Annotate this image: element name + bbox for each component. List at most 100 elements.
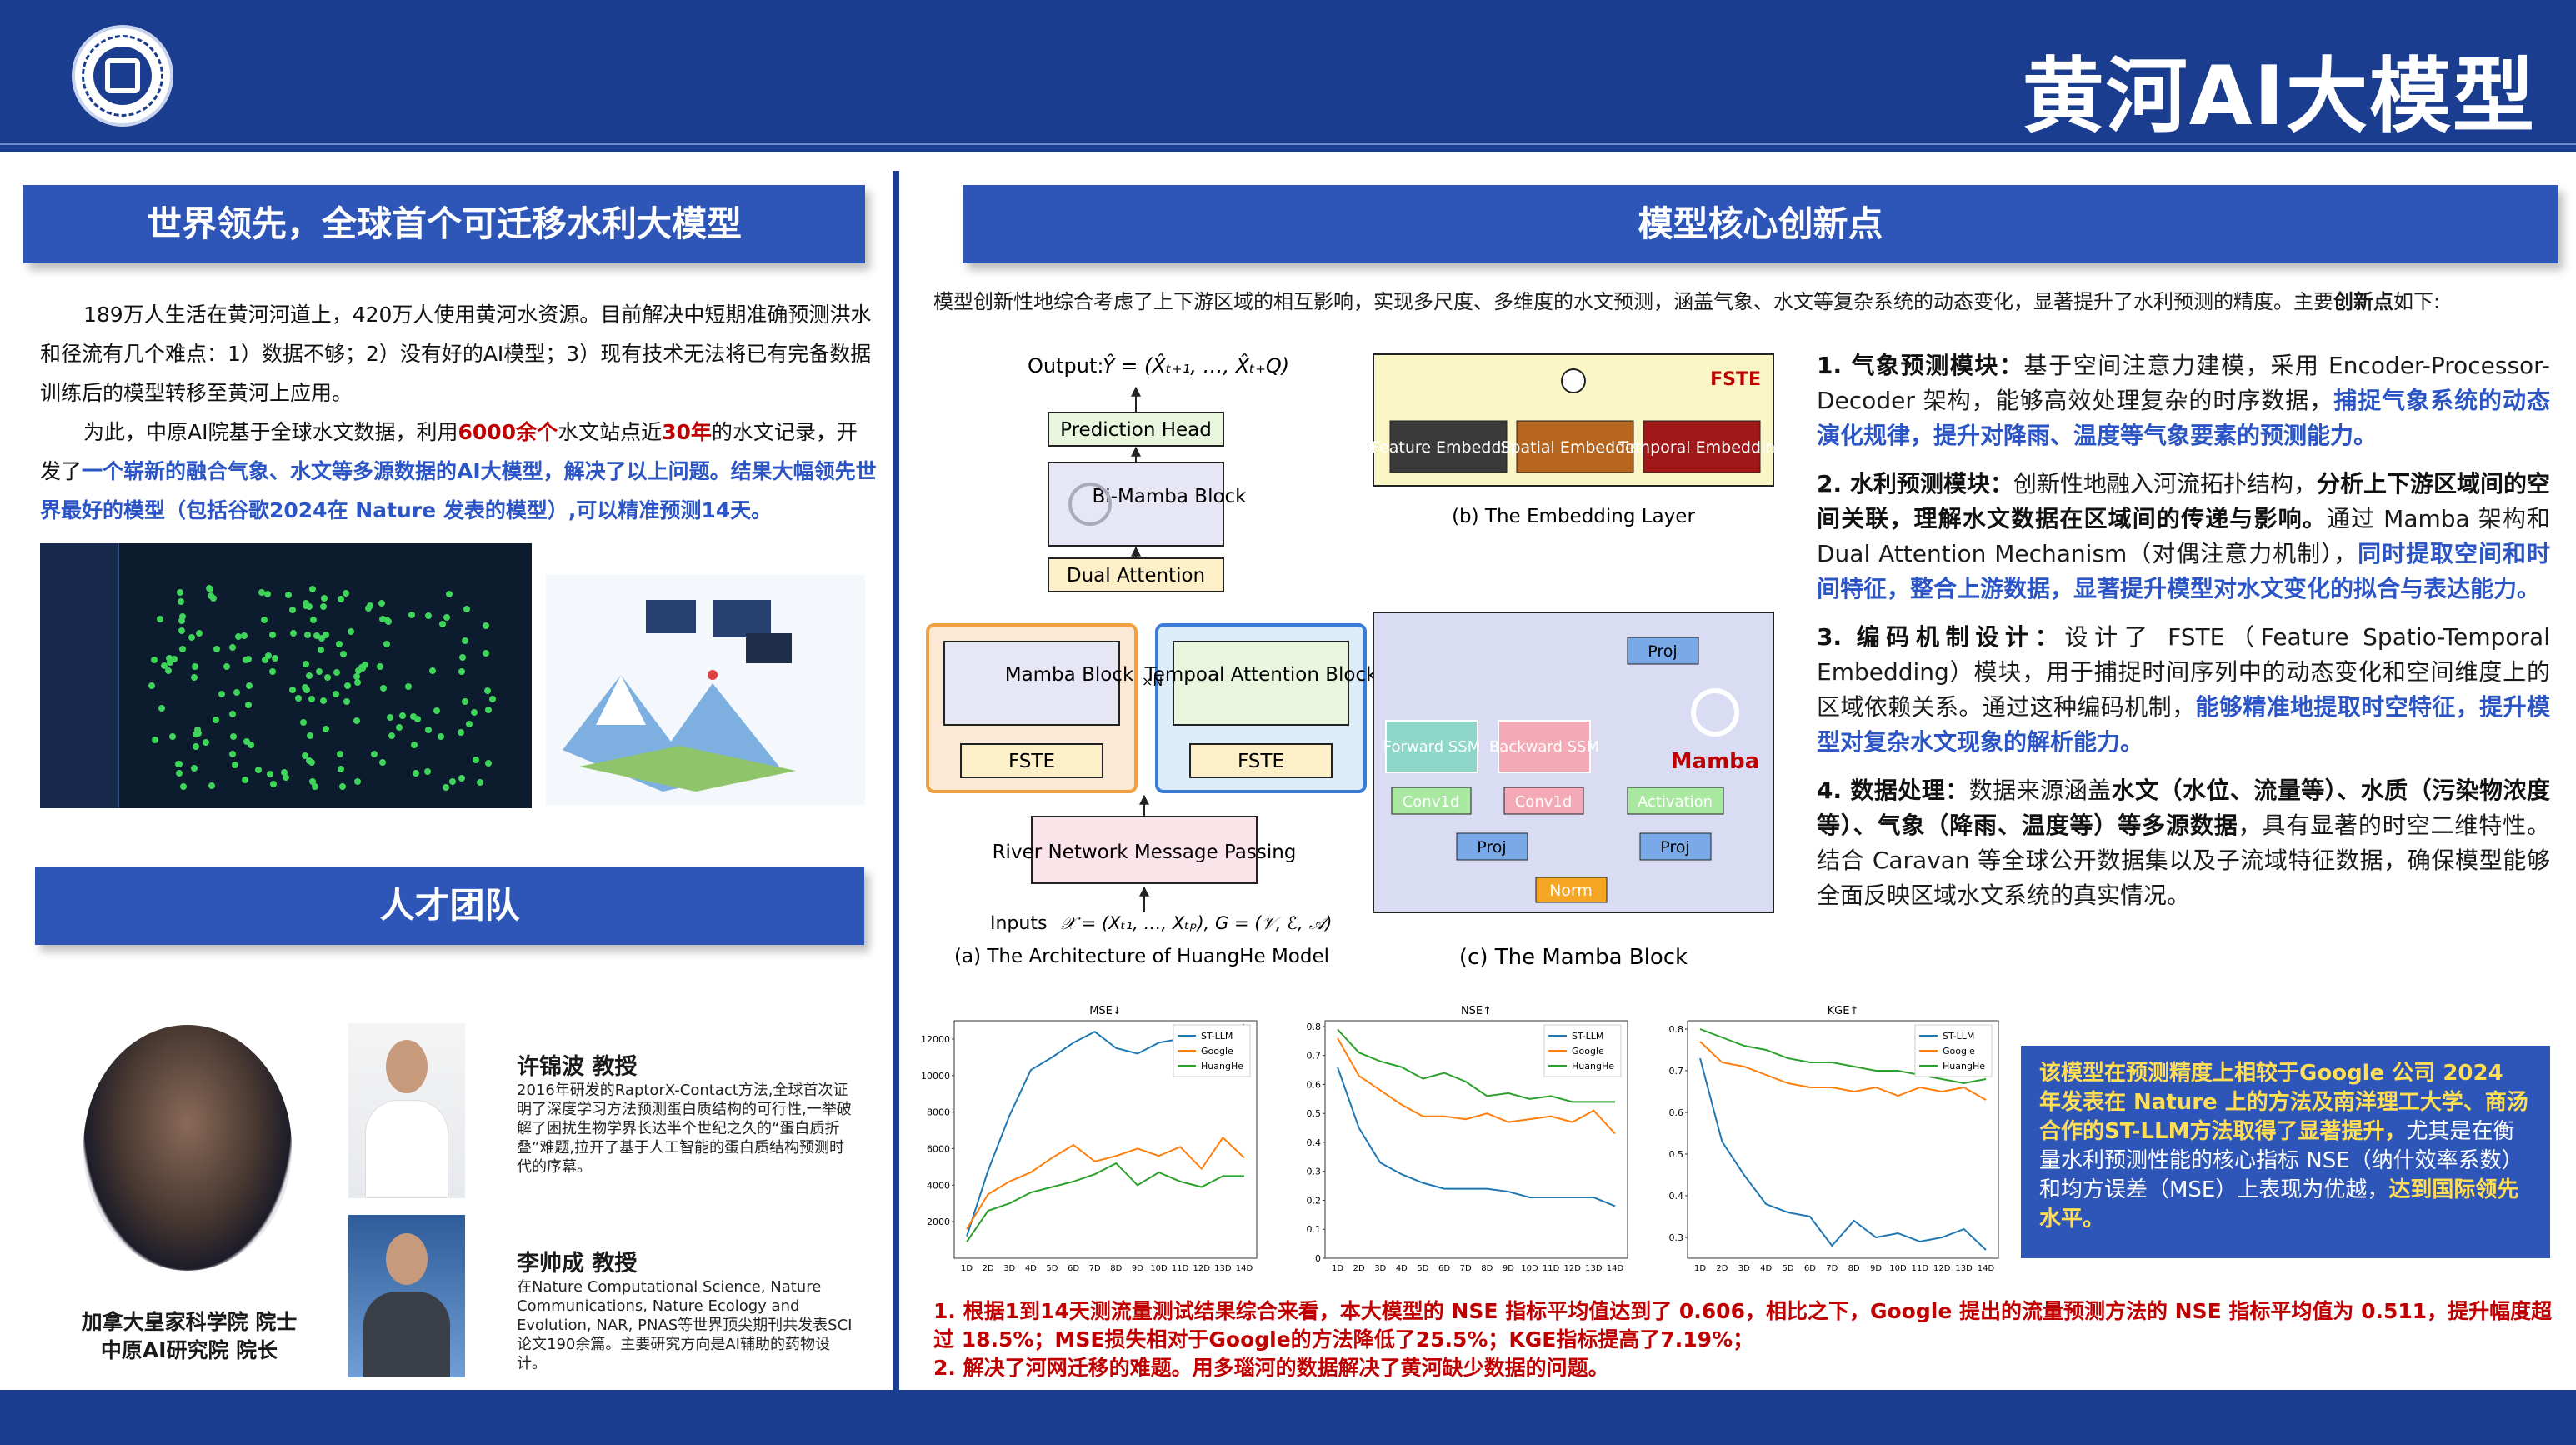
station-marker	[411, 741, 418, 748]
station-marker	[302, 683, 309, 691]
legend-label: HuangHe	[1943, 1061, 1985, 1072]
station-marker	[196, 629, 203, 637]
station-marker	[268, 668, 276, 676]
station-marker	[265, 652, 273, 659]
station-marker	[166, 655, 173, 662]
station-marker	[423, 768, 431, 775]
station-marker	[266, 771, 273, 778]
x-tick-label: 5D	[1417, 1264, 1428, 1273]
station-marker	[323, 632, 330, 639]
station-marker	[353, 717, 361, 724]
series-line-st-llm	[1699, 1058, 1987, 1251]
fste-title: FSTE	[1710, 369, 1761, 390]
forward-ssm-label: Forward SSM	[1383, 738, 1481, 756]
station-marker	[261, 656, 268, 663]
station-marker	[353, 678, 361, 686]
x-tick-label: 7D	[1089, 1264, 1101, 1273]
x-tick-label: 7D	[1460, 1264, 1472, 1273]
station-marker	[176, 770, 183, 778]
station-marker	[425, 612, 433, 619]
station-marker	[158, 705, 166, 712]
y-tick-label: 0.7	[1307, 1051, 1322, 1062]
station-marker	[348, 628, 355, 635]
station-marker	[399, 712, 407, 720]
professor-xu-card: 许锦波 教授 2016年研发的RaptorX-Contact方法,全球首次证明了…	[517, 1048, 858, 1177]
feature-embedding-box	[1389, 420, 1508, 473]
activation-label: Activation	[1638, 793, 1713, 811]
x-tick-label: 6D	[1438, 1264, 1450, 1273]
station-marker	[313, 632, 320, 639]
proj-left-box	[1456, 832, 1528, 861]
station-marker	[228, 644, 236, 652]
section-title-team: 人才团队	[35, 867, 864, 945]
station-marker	[175, 761, 183, 768]
chart-title: MSE↓	[1089, 1005, 1122, 1018]
station-marker	[438, 620, 446, 628]
series-line-huanghe	[1699, 1028, 1987, 1085]
station-marker	[148, 682, 156, 689]
y-tick-label: 0.4	[1669, 1191, 1684, 1202]
sum-node	[1561, 368, 1586, 393]
conclusion-2: 2. 解决了河网迁移的难题。用多瑙河的数据解决了黄河缺少数据的问题。	[933, 1356, 1609, 1380]
x-tick-label: 12D	[1933, 1264, 1951, 1273]
y-tick-label: 4000	[927, 1180, 950, 1191]
innovation-points: 1. 气象预测模块：基于空间注意力建模，采用 Encoder-Processor…	[1817, 348, 2550, 927]
station-marker	[308, 695, 315, 702]
station-marker	[288, 687, 296, 694]
station-marker	[151, 736, 158, 743]
x-tick-label: 14D	[1978, 1264, 1995, 1273]
river-network-label: River Network Message Passing	[993, 842, 1297, 863]
station-marker	[306, 732, 313, 740]
intro-text-c: 水文站点近	[558, 420, 663, 444]
professor-li-bio: 在Nature Computational Science, Nature Co…	[517, 1278, 853, 1372]
station-marker	[448, 778, 456, 786]
station-marker	[263, 590, 271, 598]
station-marker	[339, 651, 347, 658]
station-marker	[315, 668, 323, 675]
station-marker	[473, 757, 480, 764]
academician-caption: 加拿大皇家科学院 院士 中原AI研究院 院长	[60, 1308, 318, 1365]
section-title-innovation: 模型核心创新点	[963, 185, 2558, 263]
station-marker	[465, 720, 473, 728]
x-tick-label: 7D	[1826, 1264, 1838, 1273]
point-4-body: 数据来源涵盖	[1968, 777, 2112, 804]
intro-paragraph-1: 189万人生活在黄河河道上，420万人使用黄河水资源。目前解决中短期准确预测洪水…	[40, 302, 872, 405]
proj-right-box	[1639, 832, 1712, 861]
backward-ssm-box	[1498, 720, 1591, 773]
x-tick-label: 9D	[1870, 1264, 1882, 1273]
activation-box	[1627, 787, 1724, 815]
proj-top-label: Proj	[1648, 642, 1677, 661]
point-4-body2: ，具有显著的时空二维特性。结合 Caravan 等全球公开数据集以及子流域特征数…	[1817, 812, 2550, 909]
temporal-embedding-label: Temporal Embedding	[1618, 438, 1782, 457]
station-marker	[280, 769, 288, 777]
norm-label: Norm	[1549, 882, 1593, 900]
station-marker	[320, 603, 328, 611]
station-marker	[295, 695, 303, 702]
station-marker	[255, 766, 263, 773]
station-marker	[443, 783, 450, 791]
station-marker	[188, 633, 196, 641]
station-marker	[306, 602, 313, 610]
station-marker	[386, 714, 393, 722]
section-title-world-leading: 世界领先，全球首个可迁移水利大模型	[23, 185, 865, 263]
plot-frame	[1324, 1020, 1628, 1259]
station-marker	[310, 616, 318, 623]
x-tick-label: 12D	[1564, 1264, 1582, 1273]
intro-paragraph-2: 为此，中原AI院基于全球水文数据，利用6000余个水文站点近30年的水文记录，开…	[40, 412, 878, 530]
mamba-label: Mamba	[1671, 749, 1760, 774]
caption-c: (c) The Mamba Block	[1459, 945, 1688, 970]
station-marker	[383, 641, 391, 648]
station-marker	[207, 592, 214, 599]
proj-left-label: Proj	[1477, 838, 1506, 857]
x-tick-label: 4D	[1760, 1264, 1772, 1273]
station-marker	[338, 782, 346, 790]
y-tick-label: 0.4	[1307, 1138, 1322, 1148]
professor-xu-bio: 2016年研发的RaptorX-Contact方法,全球首次证明了深度学习方法预…	[517, 1082, 852, 1176]
legend-label: ST-LLM	[1572, 1031, 1603, 1042]
station-marker	[289, 607, 297, 614]
x-tick-label: 13D	[1214, 1264, 1232, 1273]
y-tick-label: 0.1	[1307, 1224, 1322, 1235]
x-tick-label: 4D	[1396, 1264, 1408, 1273]
